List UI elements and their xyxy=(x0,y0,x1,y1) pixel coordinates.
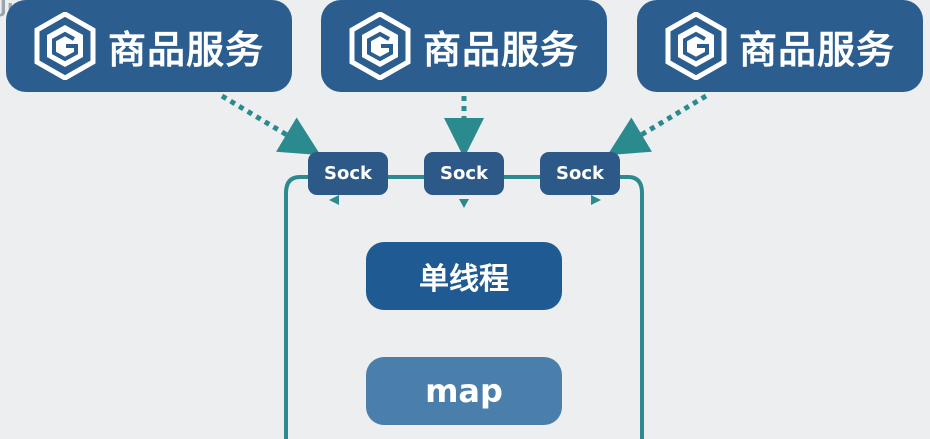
service-box-1: 商品服务 xyxy=(6,0,292,92)
frame-right xyxy=(620,175,644,439)
service-box-2: 商品服务 xyxy=(321,0,607,92)
cube-g-logo-icon xyxy=(349,12,411,80)
map-block: map xyxy=(366,357,562,425)
small-arrow-center xyxy=(459,199,469,208)
sock-node-1: Sock xyxy=(308,152,388,195)
service-label: 商品服务 xyxy=(738,27,895,72)
dotted-arrow-left xyxy=(220,93,321,156)
small-arrow-right xyxy=(591,195,601,205)
sock-node-2: Sock xyxy=(424,152,504,195)
single-thread-block: 单线程 xyxy=(366,242,562,310)
dotted-arrow-right xyxy=(607,93,708,156)
cube-g-logo-icon xyxy=(34,12,96,80)
cube-g-logo-icon xyxy=(665,12,727,80)
frame-left xyxy=(284,175,308,439)
service-label: 商品服务 xyxy=(422,27,579,72)
service-label: 商品服务 xyxy=(107,27,264,72)
small-arrow-left xyxy=(329,195,339,205)
service-box-3: 商品服务 xyxy=(637,0,923,92)
sock-node-3: Sock xyxy=(540,152,620,195)
